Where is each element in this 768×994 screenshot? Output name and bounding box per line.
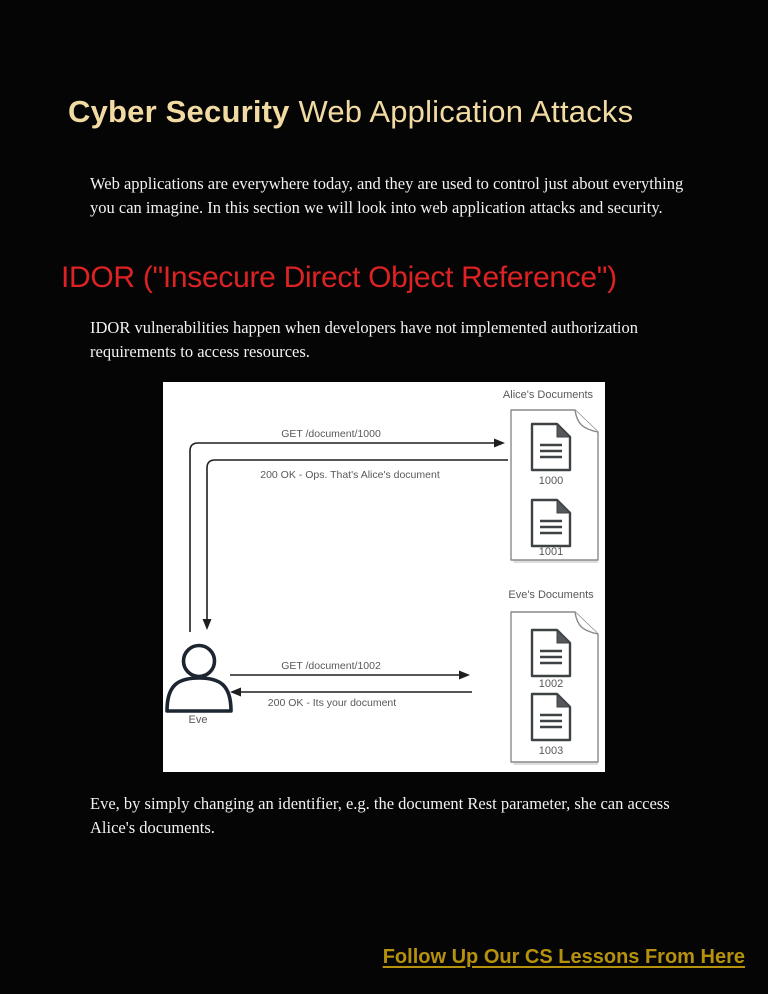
- alice-documents-title: Alice's Documents: [503, 389, 594, 401]
- response-alice-arrowhead: [202, 619, 212, 630]
- document-id-1002: 1002: [539, 678, 563, 690]
- eve-documents-title: Eve's Documents: [508, 589, 594, 601]
- response-eve-arrowhead: [230, 687, 241, 697]
- document-icon-1000: [530, 422, 572, 472]
- person-icon: [165, 643, 233, 713]
- page-title: Cyber Security Web Application Attacks: [68, 94, 633, 130]
- idor-section-heading: IDOR ("Insecure Direct Object Reference"…: [61, 261, 617, 294]
- request-alice-arrow-line: [189, 442, 494, 632]
- response-alice-arrow-line: [206, 459, 508, 619]
- document-id-1001: 1001: [539, 546, 563, 558]
- cs-lessons-link[interactable]: Follow Up Our CS Lessons From Here: [382, 946, 745, 968]
- document-icon-1001: [530, 498, 572, 548]
- document-icon-1002: [530, 628, 572, 678]
- response-eve-label: 200 OK - Its your document: [268, 697, 396, 709]
- actor-label: Eve: [189, 714, 208, 726]
- request-eve-arrowhead: [459, 670, 470, 680]
- request-alice-label: GET /document/1000: [281, 428, 381, 440]
- idor-sequence-diagram: Alice's Documents 1000 1001 Eve's Docume…: [165, 389, 599, 766]
- request-eve-label: GET /document/1002: [281, 660, 381, 672]
- document-id-1000: 1000: [539, 475, 563, 487]
- request-alice-arrowhead: [494, 438, 505, 448]
- page-title-primary: Cyber Security: [68, 94, 290, 129]
- idor-diagram: Alice's Documents 1000 1001 Eve's Docume…: [163, 382, 605, 772]
- document-id-1003: 1003: [539, 745, 563, 757]
- page-title-secondary: Web Application Attacks: [289, 94, 634, 129]
- idor-paragraph: IDOR vulnerabilities happen when develop…: [90, 318, 639, 361]
- response-alice-label: 200 OK - Ops. That's Alice's document: [260, 469, 440, 481]
- document-icon-1003: [530, 692, 572, 742]
- conclusion-paragraph: Eve, by simply changing an identifier, e…: [90, 794, 670, 837]
- intro-paragraph: Web applications are everywhere today, a…: [90, 174, 684, 217]
